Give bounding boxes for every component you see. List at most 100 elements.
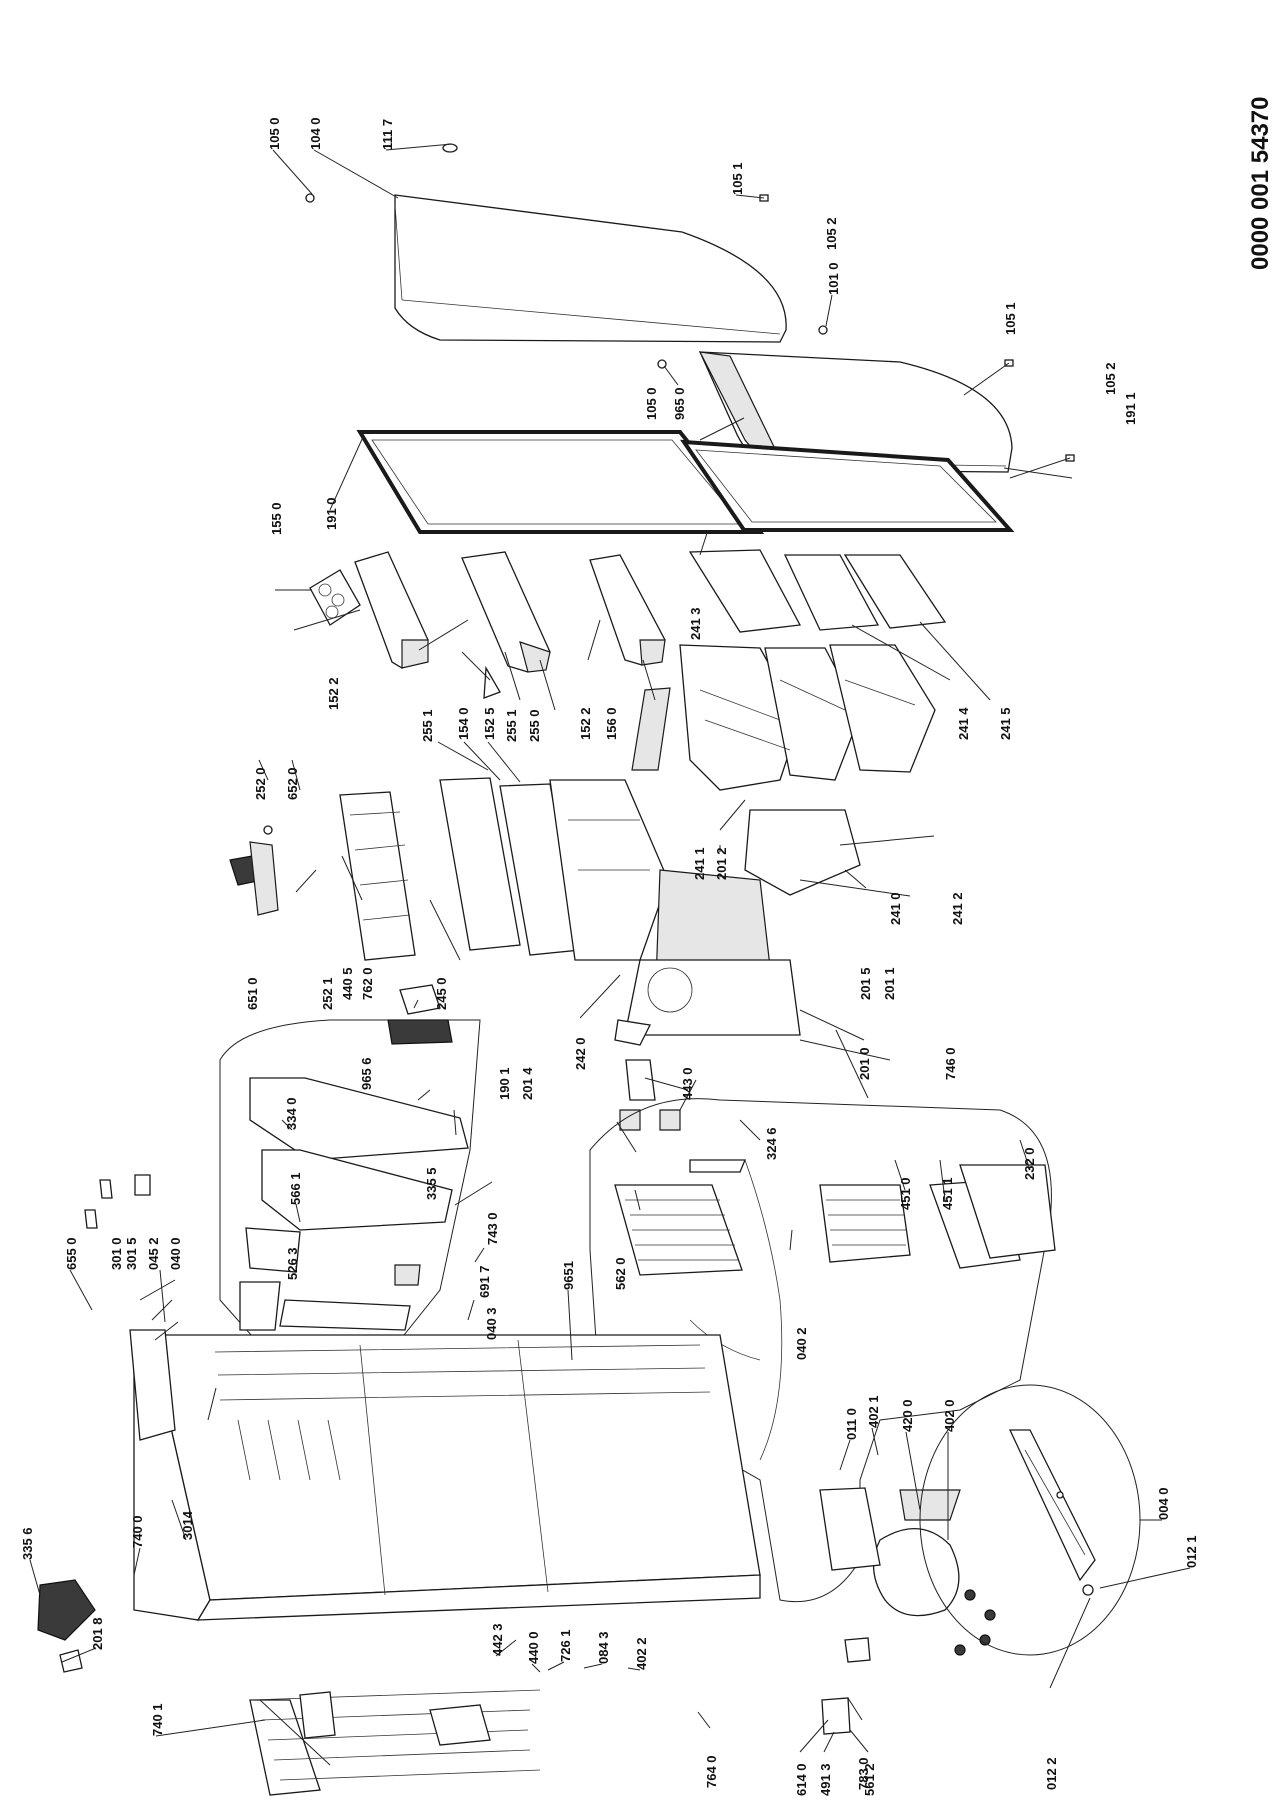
- label-3014: 3014: [180, 1510, 195, 1540]
- label-301-0: 301 0: [109, 1237, 124, 1270]
- glass-shelf-2: [439, 777, 521, 951]
- label-652-0: 652 0: [285, 767, 300, 800]
- label-241-5: 241 5: [998, 707, 1013, 740]
- label-491-3: 491 3: [818, 1763, 833, 1796]
- label-255-1: 255 1: [504, 709, 519, 742]
- door-bin-3: [589, 554, 666, 666]
- label-762-0: 762 0: [360, 967, 375, 1000]
- evaporator-region: [589, 1098, 1056, 1603]
- rubber-feet: [954, 1589, 996, 1656]
- part-labels: 105 0 104 0 111 7 105 1 105 2 101 0 105 …: [20, 117, 1199, 1796]
- label-201-2: 201 2: [714, 847, 729, 880]
- fan-motor: [614, 1019, 681, 1131]
- label-040-0: 040 0: [168, 1237, 183, 1270]
- label-241-3: 241 3: [688, 607, 703, 640]
- label-201-1: 201 1: [882, 967, 897, 1000]
- label-012-2: 012 2: [1044, 1757, 1059, 1790]
- label-105-1: 105 1: [730, 162, 745, 195]
- label-301-5: 301 5: [124, 1237, 139, 1270]
- label-743-0: 743 0: [485, 1212, 500, 1245]
- bottle-holder: [483, 665, 501, 699]
- label-442-3: 442 3: [490, 1623, 505, 1656]
- hinge-parts: [37, 1174, 151, 1673]
- label-201-4: 201 4: [520, 1067, 535, 1100]
- evaporator-cover: [624, 869, 801, 1036]
- label-245-0: 245 0: [434, 977, 449, 1010]
- label-691-7: 691 7: [477, 1265, 492, 1298]
- label-152-2: 152 2: [326, 677, 341, 710]
- label-420-0: 420 0: [900, 1399, 915, 1432]
- gasket-lower: [680, 439, 1015, 532]
- upper-door: [394, 194, 787, 343]
- label-965-0: 965 0: [672, 387, 687, 420]
- label-104-0: 104 0: [308, 117, 323, 150]
- drawer-front-2: [783, 554, 880, 631]
- label-191-0: 191 0: [324, 497, 339, 530]
- drawer-front-3: [843, 554, 947, 629]
- label-740-0: 740 0: [130, 1515, 145, 1548]
- shelf-edge-strip: [631, 687, 671, 771]
- label-252-0: 252 0: [253, 767, 268, 800]
- label-740-1: 740 1: [150, 1703, 165, 1736]
- compressor: [872, 1489, 961, 1617]
- label-012-1: 012 1: [1184, 1535, 1199, 1568]
- label-154-0: 154 0: [456, 707, 471, 740]
- label-764-0: 764 0: [704, 1755, 719, 1788]
- accessory-bag: [919, 1384, 1141, 1656]
- label-9651: 9651: [561, 1261, 576, 1290]
- label-526-3: 526 3: [285, 1247, 300, 1280]
- label-084-3: 084 3: [596, 1631, 611, 1664]
- label-232-0: 232 0: [1022, 1147, 1037, 1180]
- cabinet: [133, 1334, 761, 1621]
- door-bin-1: [354, 551, 429, 669]
- relay-box: [821, 1637, 871, 1735]
- label-101-0: 101 0: [826, 262, 841, 295]
- label-334-0: 334 0: [284, 1097, 299, 1130]
- label-040-2: 040 2: [794, 1327, 809, 1360]
- label-451-0: 451 0: [898, 1177, 913, 1210]
- egg-tray: [309, 569, 361, 626]
- condenser: [249, 1689, 541, 1796]
- label-440-0: 440 0: [526, 1631, 541, 1664]
- label-111-7: 111 7: [380, 119, 395, 150]
- door-bin-2: [461, 551, 551, 673]
- document-id: 0000 001 54370: [1247, 96, 1274, 270]
- label-335-6: 335 6: [20, 1527, 35, 1560]
- label-152-2: 152 2: [578, 707, 593, 740]
- label-155-0: 155 0: [269, 502, 284, 535]
- label-004-0: 004 0: [1156, 1487, 1171, 1520]
- label-241-1: 241 1: [692, 847, 707, 880]
- label-105-0: 105 0: [267, 117, 282, 150]
- label-040-3: 040 3: [484, 1307, 499, 1340]
- leader-lines: [29, 143, 1191, 1766]
- label-242-0: 242 0: [573, 1037, 588, 1070]
- label-201-0: 201 0: [857, 1047, 872, 1080]
- label-045-2: 045 2: [146, 1237, 161, 1270]
- thermostat-box: [387, 984, 453, 1045]
- label-241-2: 241 2: [950, 892, 965, 925]
- label-746-0: 746 0: [943, 1047, 958, 1080]
- label-965-6: 965 6: [359, 1057, 374, 1090]
- label-783-0: 783 0: [856, 1757, 871, 1790]
- label-726-1: 726 1: [558, 1629, 573, 1662]
- label-614-0: 614 0: [794, 1763, 809, 1796]
- label-105-2: 105 2: [824, 217, 839, 250]
- drain-tray: [819, 1487, 881, 1571]
- label-402-1: 402 1: [866, 1395, 881, 1428]
- glass-shelf-1: [339, 791, 416, 961]
- label-105-0: 105 0: [644, 387, 659, 420]
- control-panel-region: [219, 1019, 481, 1346]
- label-440-5: 440 5: [340, 967, 355, 1000]
- label-655-0: 655 0: [64, 1237, 79, 1270]
- drawer-front-1: [688, 549, 802, 633]
- label-191-1: 191 1: [1123, 392, 1138, 425]
- label-451-1: 451 1: [940, 1177, 955, 1210]
- label-335-5: 335 5: [424, 1167, 439, 1200]
- label-562-0: 562 0: [613, 1257, 628, 1290]
- label-105-1: 105 1: [1003, 302, 1018, 335]
- crisper-drawer: [549, 779, 669, 961]
- label-255-0: 255 0: [527, 709, 542, 742]
- label-651-0: 651 0: [245, 977, 260, 1010]
- label-105-2: 105 2: [1103, 362, 1118, 395]
- label-566-1: 566 1: [288, 1172, 303, 1205]
